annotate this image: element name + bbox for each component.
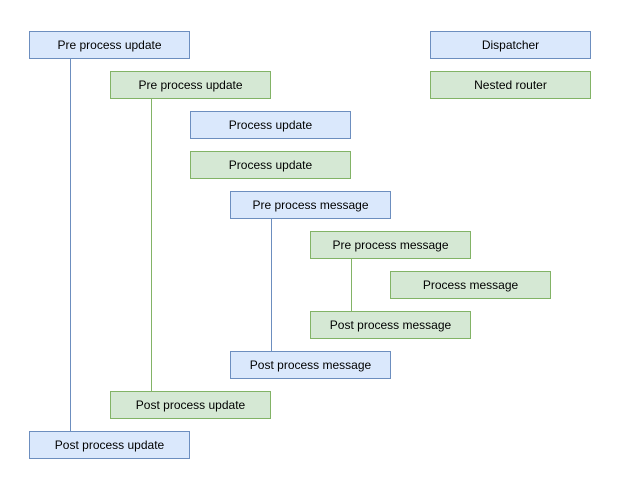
node-label: Post process update (135, 398, 246, 412)
node-label: Pre process message (332, 238, 449, 252)
node-pre-process-update[interactable]: Pre process update (110, 71, 271, 99)
connector-dispatcher-update-spine (70, 59, 71, 431)
node-process-message[interactable]: Process message (390, 271, 551, 299)
node-process-update[interactable]: Process update (190, 111, 351, 139)
node-post-process-message[interactable]: Post process message (230, 351, 391, 379)
node-post-process-update[interactable]: Post process update (29, 431, 190, 459)
node-label: Post process message (249, 358, 372, 372)
node-process-update[interactable]: Process update (190, 151, 351, 179)
node-label: Process message (422, 278, 519, 292)
node-label: Dispatcher (481, 38, 540, 52)
connector-router-message-spine (351, 259, 352, 311)
legend-item-nested-router[interactable]: Nested router (430, 71, 591, 99)
node-label: Post process message (329, 318, 452, 332)
node-label: Process update (228, 118, 313, 132)
node-label: Post process update (54, 438, 165, 452)
connector-dispatcher-message-spine (271, 219, 272, 351)
legend-item-dispatcher[interactable]: Dispatcher (430, 31, 591, 59)
node-label: Nested router (474, 78, 547, 92)
node-label: Pre process update (57, 38, 162, 52)
node-pre-process-message[interactable]: Pre process message (230, 191, 391, 219)
node-label: Pre process message (252, 198, 369, 212)
node-post-process-update[interactable]: Post process update (110, 391, 271, 419)
connector-router-update-spine (151, 99, 152, 391)
node-label: Pre process update (138, 78, 243, 92)
node-pre-process-update[interactable]: Pre process update (29, 31, 190, 59)
node-pre-process-message[interactable]: Pre process message (310, 231, 471, 259)
node-post-process-message[interactable]: Post process message (310, 311, 471, 339)
node-label: Process update (228, 158, 313, 172)
